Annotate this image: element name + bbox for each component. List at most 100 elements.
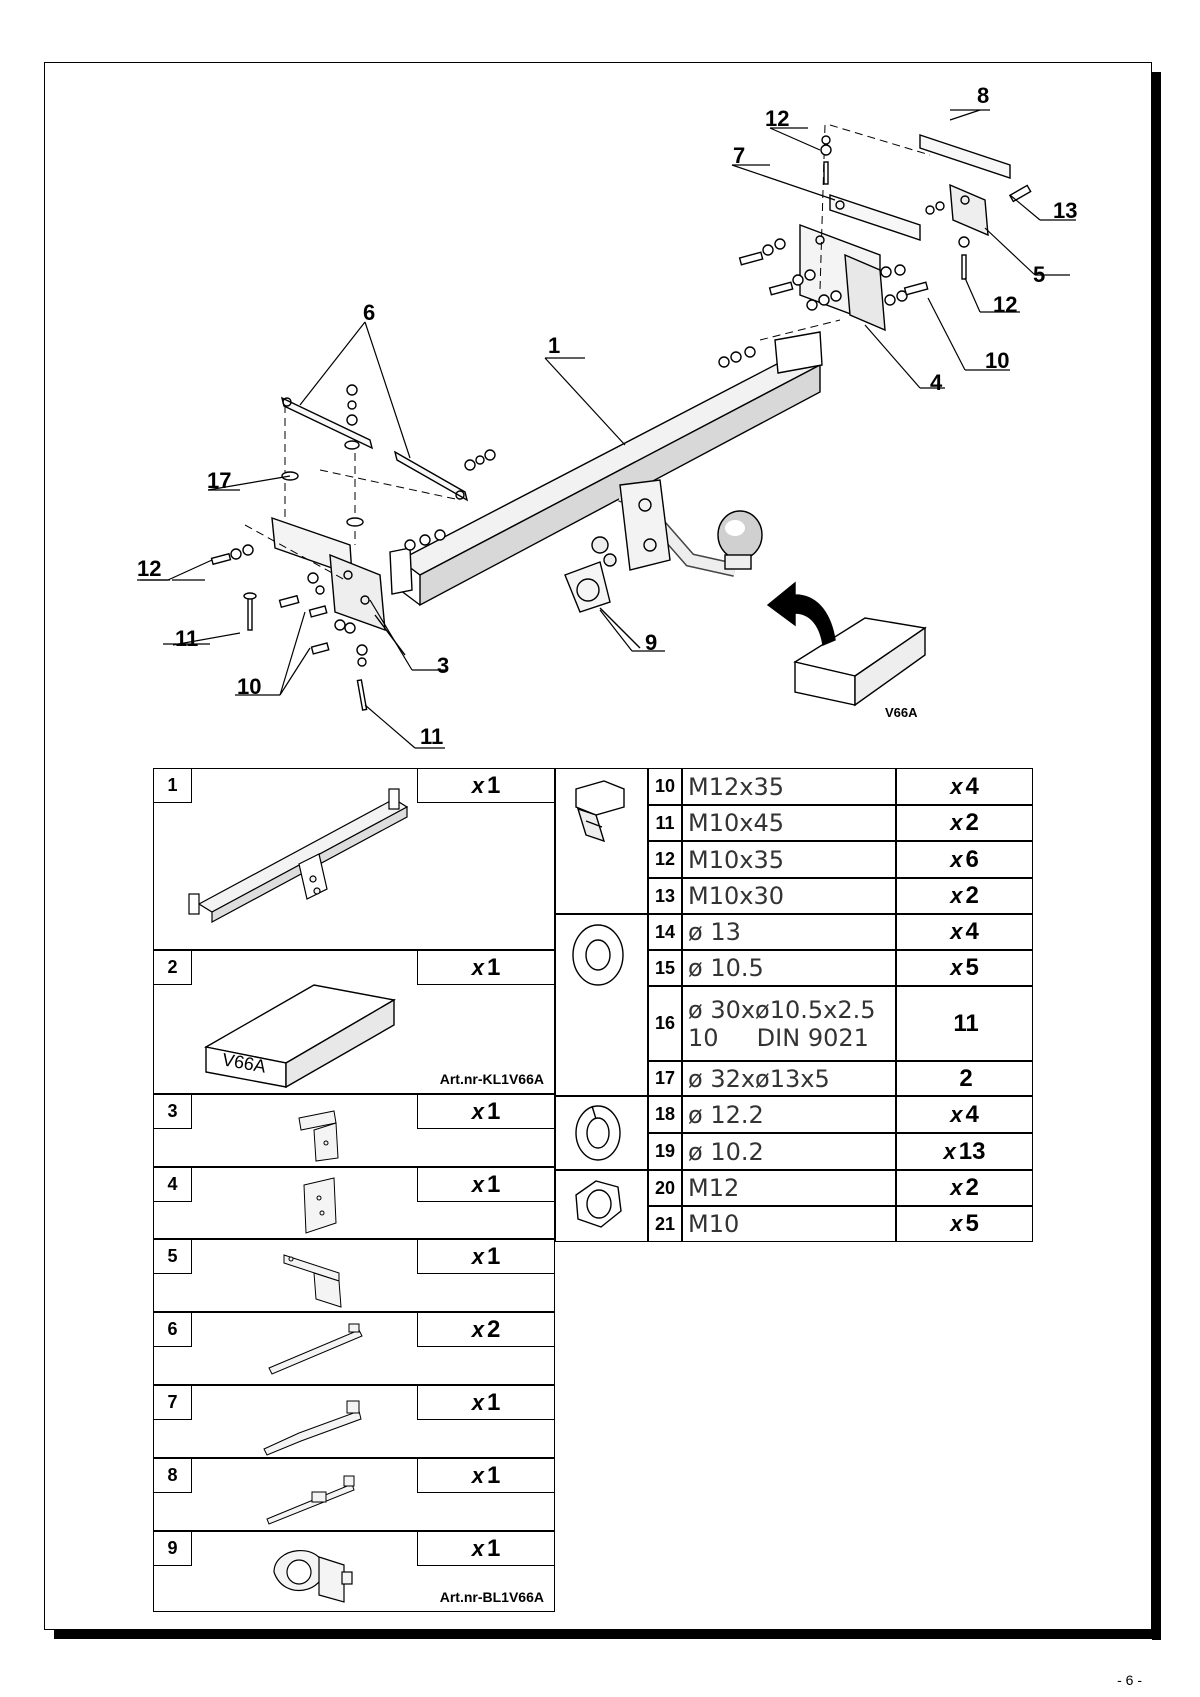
washer-icon-cell [555, 914, 648, 1096]
part-number: 1 [154, 769, 192, 803]
hex-nut-icon [575, 1180, 622, 1228]
fastener-spec: ø 32xø13x5 [682, 1061, 896, 1096]
qty-prefix: x [950, 1175, 963, 1200]
qty-prefix: x [950, 773, 963, 799]
qty-prefix: x [950, 919, 963, 944]
bolt-icon-cell [555, 768, 648, 914]
leader-lines [137, 109, 1076, 749]
qty-prefix: x [471, 1389, 484, 1415]
qty-prefix: x [471, 1098, 484, 1124]
fastener-number: 17 [648, 1061, 682, 1096]
fastener-spec: ø 13 [682, 914, 896, 950]
callout-12-top: 12 [765, 106, 790, 131]
qty-value: 4 [965, 1100, 979, 1128]
bracket-7-thumbnail [263, 1400, 362, 1456]
qty-prefix: x [471, 772, 484, 798]
spec-line: M10x35 [688, 845, 784, 874]
left-straps-part-6 [280, 396, 469, 502]
callout-13: 13 [1053, 198, 1078, 223]
fastener-number: 11 [648, 805, 682, 841]
qty-value: 2 [965, 1174, 979, 1201]
fastener-number: 10 [648, 768, 682, 805]
qty-value: 4 [965, 772, 979, 800]
qty-value: 13 [958, 1137, 986, 1165]
qty-value: 1 [486, 1388, 501, 1416]
qty-value: 6 [965, 845, 979, 873]
socket-plate-thumbnail [273, 1550, 353, 1603]
fastener-qty: 11 [896, 986, 1033, 1061]
qty-prefix: x [950, 846, 963, 872]
qty-prefix: x [471, 1535, 484, 1561]
fastener-number: 20 [648, 1170, 682, 1206]
qty-value: 1 [486, 1242, 501, 1270]
bracket-4-thumbnail [303, 1177, 337, 1234]
part-number: 8 [154, 1459, 192, 1493]
callout-11-bottom: 11 [420, 724, 444, 749]
fastener-spec: M10 [682, 1206, 896, 1242]
part-number: 6 [154, 1313, 192, 1347]
qty-prefix: x [950, 1211, 963, 1236]
fastener-spec: M12x35 [682, 768, 896, 805]
qty-value: 1 [486, 1461, 501, 1489]
callout-4: 4 [930, 370, 943, 395]
qty-value: 11 [953, 1009, 979, 1037]
qty-value: 1 [486, 1170, 501, 1198]
spec-line: M10 [688, 1210, 740, 1238]
callout-10-right: 10 [985, 348, 1010, 373]
spec-line-2: 10 DIN 9021 [688, 1023, 869, 1052]
bracket-5-thumbnail [283, 1254, 342, 1308]
fastener-spec: ø 12.2 [682, 1096, 896, 1133]
fastener-number: 13 [648, 878, 682, 914]
qty-value: 2 [965, 882, 979, 909]
qty-value: 2 [965, 809, 979, 836]
callout-10-left: 10 [237, 674, 262, 699]
fastener-spec: M10x45 [682, 805, 896, 841]
callout-9: 9 [645, 630, 658, 655]
spec-line: ø 10.5 [688, 954, 764, 982]
callout-12-right: 12 [993, 292, 1018, 317]
qty-prefix: x [471, 1462, 484, 1488]
frame-shadow-bottom [54, 1630, 1161, 1639]
spring-washer-icon-cell [555, 1096, 648, 1170]
spec-line: ø 13 [688, 918, 741, 946]
callout-12-left: 12 [137, 556, 162, 581]
qty-prefix: x [471, 954, 484, 980]
exploded-assembly-drawing [137, 109, 1076, 749]
callout-6: 6 [363, 300, 376, 325]
callout-3: 3 [437, 653, 450, 678]
qty-prefix: x [471, 1316, 484, 1342]
article-number: Art.nr-KL1V66A [439, 1071, 544, 1087]
fastener-spec: M12 [682, 1170, 896, 1206]
fastener-spec: M10x35 [682, 841, 896, 878]
spec-line: ø 32xø13x5 [688, 1064, 830, 1093]
qty-value: 1 [486, 1097, 501, 1125]
nut-icon-cell [555, 1170, 648, 1242]
fastener-spec: M10x30 [682, 878, 896, 914]
